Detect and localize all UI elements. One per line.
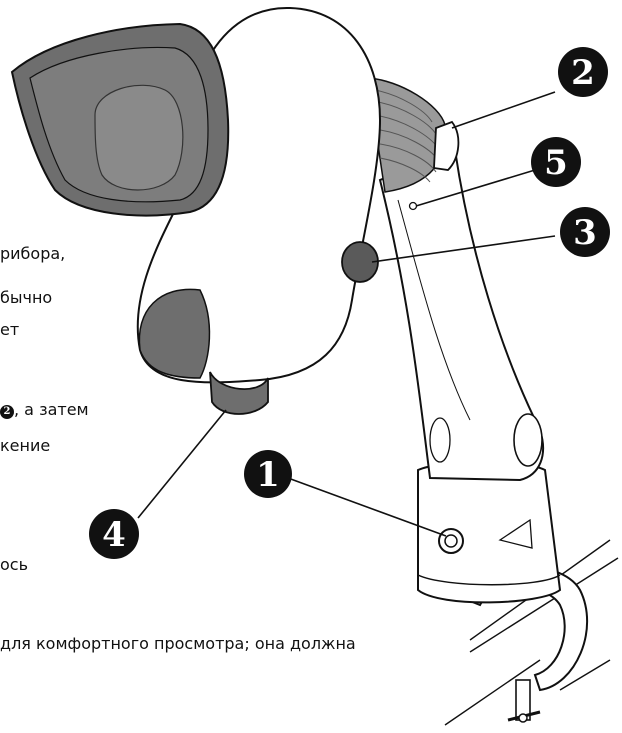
callout-1: 1 [244, 450, 292, 498]
callout-2: 2 [558, 47, 608, 97]
arm-base [418, 462, 560, 603]
callout-5: 5 [531, 137, 581, 187]
callout-3: 3 [560, 207, 610, 257]
curved-arm [380, 150, 543, 480]
base-knob [439, 529, 463, 553]
callout-4: 4 [89, 509, 139, 559]
callout-1-label: 1 [256, 455, 280, 495]
callout-4-label: 4 [102, 515, 126, 555]
callout-3-label: 3 [573, 213, 597, 253]
microscope-head [12, 8, 380, 414]
callout-2-label: 2 [571, 53, 595, 93]
callout-5-label: 5 [544, 143, 568, 183]
